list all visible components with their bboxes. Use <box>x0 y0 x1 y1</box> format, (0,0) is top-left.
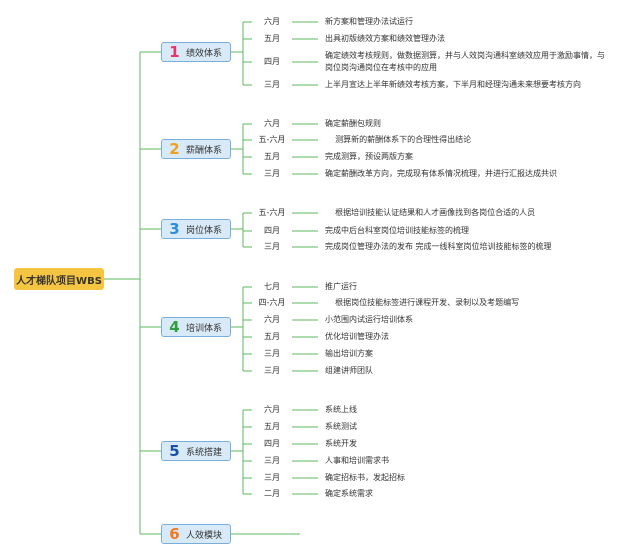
category-label: 系统搭建 <box>186 447 223 458</box>
root-node[interactable]: 人才梯队项目WBS <box>14 268 104 290</box>
task-item[interactable]: 系统测试 <box>325 422 357 431</box>
month-label: 七月 <box>264 282 280 291</box>
task-item[interactable]: 优化培训管理办法 <box>325 332 389 341</box>
category-number: 6 <box>169 525 180 543</box>
category-label: 岗位体系 <box>186 225 223 236</box>
task-item[interactable]: 输出培训方案 <box>325 349 373 358</box>
month-label: 三月 <box>264 456 280 465</box>
task-item[interactable]: 小范围内试运行培训体系 <box>325 315 413 324</box>
task-item[interactable]: 完成测算，预设两版方案 <box>325 152 413 161</box>
task-item[interactable]: 新方案和管理办法试运行 <box>325 17 413 26</box>
month-label: 六月 <box>264 17 280 26</box>
category-number: 5 <box>169 442 180 460</box>
task-item[interactable]: 上半月宣达上半年新绩效考核方案，下半月和经理沟通未来想要考核方向 <box>325 80 581 89</box>
task-item[interactable]: 出具初版绩效方案和绩效管理办法 <box>325 34 445 43</box>
month-label: 五-六月 <box>258 208 286 217</box>
task-item[interactable]: 确定招标书，发起招标 <box>325 473 405 482</box>
task-item[interactable]: 推广运行 <box>325 282 357 291</box>
task-item[interactable]: 根据培训技能认证结果和人才画像找到各岗位合适的人员 <box>325 208 536 217</box>
category-node[interactable]: 6 人效模块 <box>161 524 231 544</box>
category-node[interactable]: 5 系统搭建 <box>161 441 231 461</box>
month-label: 五月 <box>264 152 280 161</box>
month-label: 五月 <box>264 332 280 341</box>
month-label: 三月 <box>264 242 280 251</box>
category-label: 培训体系 <box>186 323 223 334</box>
category-label: 薪酬体系 <box>186 145 223 156</box>
month-label: 四月 <box>264 226 280 235</box>
month-label: 三月 <box>264 169 280 178</box>
category-number: 2 <box>169 140 180 158</box>
month-label: 四月 <box>264 57 280 66</box>
month-label: 五-六月 <box>258 135 286 144</box>
task-item[interactable]: 系统开发 <box>325 439 357 448</box>
month-label: 五月 <box>264 422 280 431</box>
month-label: 六月 <box>264 315 280 324</box>
category-node[interactable]: 1 绩效体系 <box>161 42 231 62</box>
month-label: 三月 <box>264 366 280 375</box>
task-item[interactable]: 确定薪酬包规则 <box>325 119 381 128</box>
category-label: 绩效体系 <box>186 48 223 59</box>
category-number: 1 <box>169 43 180 61</box>
month-label: 五月 <box>264 34 280 43</box>
month-label: 三月 <box>264 349 280 358</box>
category-number: 4 <box>169 318 180 336</box>
task-item[interactable]: 确定薪酬改革方向，完成现有体系情况梳理，并进行汇报达成共识 <box>325 169 557 178</box>
category-label: 人效模块 <box>186 530 223 541</box>
month-label: 六月 <box>264 119 280 128</box>
month-label: 六月 <box>264 405 280 414</box>
month-label: 四-六月 <box>258 298 286 307</box>
task-item[interactable]: 确定绩效考核规则，做数据测算，并与人效岗沟通科室绩效应用于激励事情，与 岗位岗沟… <box>325 51 605 72</box>
category-number: 3 <box>169 220 180 238</box>
month-label: 三月 <box>264 473 280 482</box>
category-node[interactable]: 3 岗位体系 <box>161 219 231 239</box>
task-item[interactable]: 测算新的薪酬体系下的合理性得出结论 <box>325 135 472 144</box>
task-item[interactable]: 人事和培训需求书 <box>325 456 389 465</box>
task-item[interactable]: 系统上线 <box>325 405 357 414</box>
task-item[interactable]: 根据岗位技能标签进行课程开发、录制以及考题编写 <box>325 298 520 307</box>
month-label: 二月 <box>264 489 280 498</box>
task-item[interactable]: 确定系统需求 <box>325 489 373 498</box>
task-item[interactable]: 完成岗位管理办法的发布 完成一线科室岗位培训技能标签的梳理 <box>325 242 552 251</box>
task-item[interactable]: 完成中后台科室岗位培训技能标签的梳理 <box>325 226 469 235</box>
category-node[interactable]: 2 薪酬体系 <box>161 139 231 159</box>
category-node[interactable]: 4 培训体系 <box>161 317 231 337</box>
month-label: 三月 <box>264 80 280 89</box>
month-label: 四月 <box>264 439 280 448</box>
task-item[interactable]: 组建讲师团队 <box>325 366 373 375</box>
